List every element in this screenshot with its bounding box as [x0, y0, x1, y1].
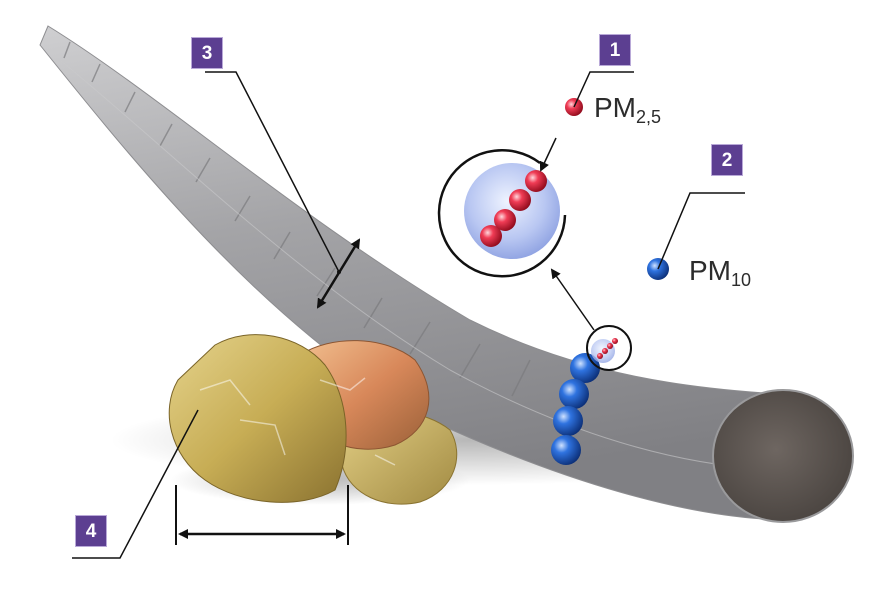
callout-badge-3: 3 [191, 37, 223, 69]
callout-badge-1: 1 [599, 34, 631, 66]
callout-badge-2: 2 [711, 144, 743, 176]
human-hair [39, 25, 854, 523]
inspection-circle [586, 325, 632, 371]
sand-grain [168, 334, 458, 505]
hair-cut-end [712, 389, 854, 523]
callout-badge-4: 4 [75, 515, 107, 547]
zoom-arrow [550, 268, 595, 331]
leader-lines [72, 71, 745, 559]
pm25-arrow [539, 137, 557, 172]
pm10-chain [551, 353, 600, 465]
zoom-view [437, 149, 567, 278]
sand-dimension [175, 485, 349, 545]
pm25-label: PM2,5 [594, 92, 662, 127]
pm10-label: PM10 [689, 255, 752, 290]
